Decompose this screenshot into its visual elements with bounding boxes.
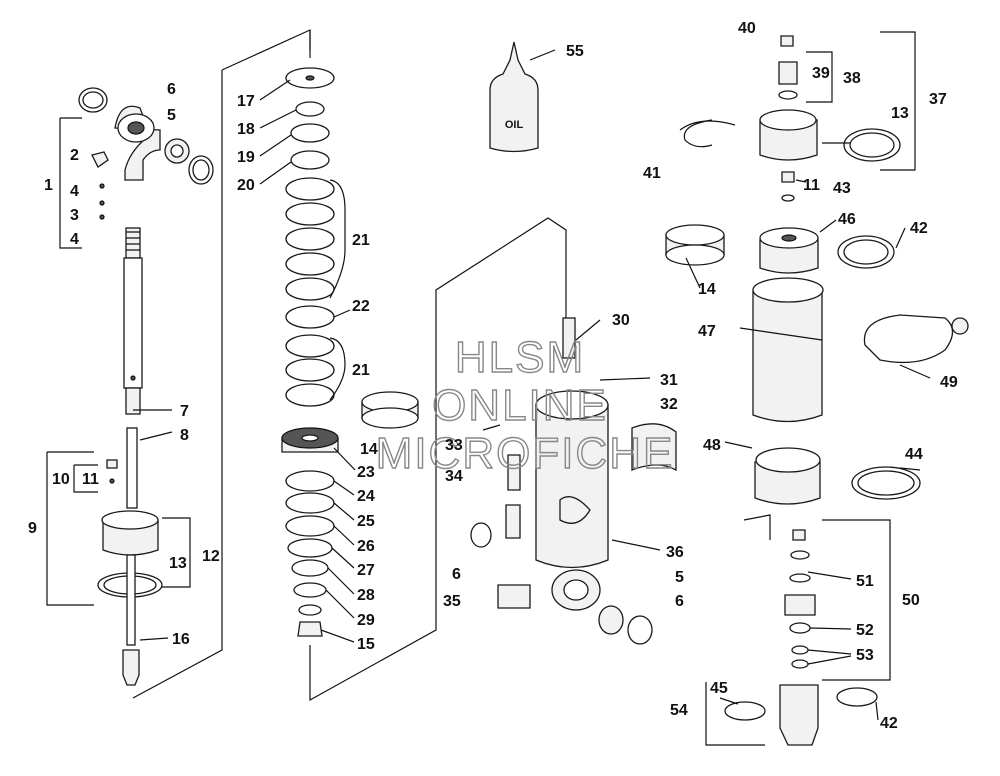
- callout-17: 17: [237, 93, 255, 110]
- reservoir-tube-47: [752, 277, 824, 423]
- callout-19: 19: [237, 149, 255, 166]
- callout-49: 49: [940, 374, 958, 391]
- reservoir-piston-46: [665, 224, 895, 274]
- callout-11b: 11: [803, 177, 820, 194]
- oil-bottle-55: OIL: [489, 41, 539, 153]
- callout-52: 52: [856, 622, 874, 639]
- watermark-line-3: MICROFICHE: [376, 429, 675, 478]
- callout-11a: 11: [82, 471, 99, 488]
- callout-32: 32: [660, 396, 678, 413]
- callout-14a: 14: [360, 441, 378, 458]
- watermark-line-1: HLSM: [455, 333, 585, 382]
- callout-27: 27: [357, 562, 375, 579]
- watermark-line-2: ONLINE: [432, 381, 608, 430]
- callout-31: 31: [660, 372, 678, 389]
- callout-34: 34: [445, 468, 463, 485]
- callout-5a: 5: [167, 107, 176, 124]
- callout-51: 51: [856, 573, 874, 590]
- callout-10: 10: [52, 471, 70, 488]
- callout-12: 12: [202, 548, 220, 565]
- band-14-center: [361, 391, 419, 429]
- callout-13a: 13: [169, 555, 187, 572]
- reservoir-end-48: [754, 447, 921, 505]
- callout-8: 8: [180, 427, 189, 444]
- callout-45: 45: [710, 680, 728, 697]
- callout-7: 7: [180, 403, 189, 420]
- callout-18: 18: [237, 121, 255, 138]
- callout-21b: 21: [352, 362, 370, 379]
- callout-50: 50: [902, 592, 920, 609]
- callout-28: 28: [357, 587, 375, 604]
- shim-stack: [281, 67, 339, 637]
- reservoir-clamp-49: [863, 314, 969, 364]
- callout-20: 20: [237, 177, 255, 194]
- reservoir-cap-assembly: [679, 35, 901, 202]
- callout-48: 48: [703, 437, 721, 454]
- oil-bottle-label: OIL: [505, 119, 524, 131]
- callout-39: 39: [812, 65, 830, 82]
- callout-16: 16: [172, 631, 190, 648]
- callout-42a: 42: [910, 220, 928, 237]
- callout-1: 1: [44, 177, 53, 194]
- eyelet-assembly: [78, 87, 214, 220]
- callout-35: 35: [443, 593, 461, 610]
- callout-23: 23: [357, 464, 375, 481]
- callout-46: 46: [838, 211, 856, 228]
- callout-21a: 21: [352, 232, 370, 249]
- callout-26: 26: [357, 538, 375, 555]
- shaft-7: [123, 227, 143, 415]
- callout-3: 3: [70, 207, 79, 224]
- watermark: HLSM ONLINE MICROFICHE: [375, 332, 675, 478]
- leader-lines: [46, 30, 931, 746]
- callout-13b: 13: [891, 105, 909, 122]
- callout-38: 38: [843, 70, 861, 87]
- adjuster-assembly-50: [724, 529, 878, 746]
- callout-30: 30: [612, 312, 630, 329]
- callout-4a: 4: [70, 183, 79, 200]
- callout-6b: 6: [452, 566, 461, 583]
- callout-9: 9: [28, 520, 37, 537]
- callout-4b: 4: [70, 231, 79, 248]
- callout-15: 15: [357, 636, 375, 653]
- piston-shaft-8: [97, 427, 163, 686]
- callout-6a: 6: [167, 81, 176, 98]
- callout-6c: 6: [675, 593, 684, 610]
- callout-36: 36: [666, 544, 684, 561]
- callout-33: 33: [445, 437, 463, 454]
- callout-22: 22: [352, 298, 370, 315]
- shock-body-36: [470, 317, 677, 645]
- callout-2: 2: [70, 147, 79, 164]
- callout-47: 47: [698, 323, 716, 340]
- callout-41: 41: [643, 165, 661, 182]
- callout-labels: 1 2 4 3 4 6 5 7 8 10 11 9 13 12 16 17 18…: [28, 20, 958, 732]
- callout-14b: 14: [698, 281, 716, 298]
- callout-43: 43: [833, 180, 851, 197]
- callout-29: 29: [357, 612, 375, 629]
- callout-44: 44: [905, 446, 923, 463]
- callout-37: 37: [929, 91, 947, 108]
- callout-53: 53: [856, 647, 874, 664]
- callout-54: 54: [670, 702, 688, 719]
- callout-55: 55: [566, 43, 584, 60]
- callout-42b: 42: [880, 715, 898, 732]
- callout-24: 24: [357, 488, 375, 505]
- callout-40: 40: [738, 20, 756, 37]
- callout-5b: 5: [675, 569, 684, 586]
- callout-pointers: [259, 79, 906, 721]
- callout-25: 25: [357, 513, 375, 530]
